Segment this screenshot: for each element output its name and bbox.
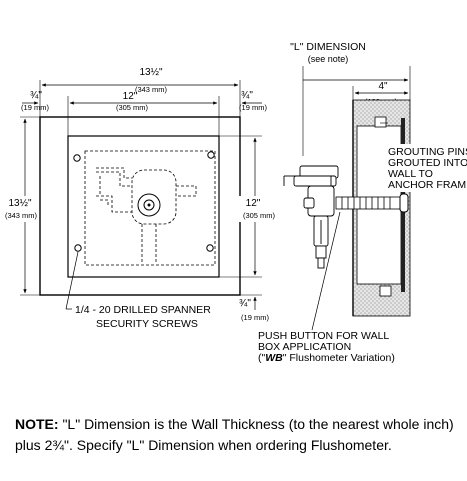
overall-height-label-bg: [3, 196, 39, 222]
screws-leader: [65, 251, 79, 310]
inner-height-label: 12": [246, 198, 261, 209]
push-button-leader: [311, 211, 341, 331]
push-button-cap: [399, 193, 409, 213]
overall-height-label: 13½": [8, 198, 31, 209]
grout-label-bg: [386, 144, 462, 192]
note-paragraph: NOTE: "L" Dimension is the Wall Thicknes…: [15, 414, 455, 456]
overall-width-label: 13½": [139, 67, 162, 78]
inner-height-mm-label: (305 mm): [243, 211, 276, 220]
screws-label-line1: 1/4 - 20 DRILLED SPANNER: [75, 304, 211, 316]
depth-label: 4": [378, 81, 388, 92]
push-label-line1: PUSH BUTTON FOR WALL: [258, 330, 389, 342]
l-dimension-note: (see note): [308, 54, 349, 64]
grout-label-line4: ANCHOR FRAME: [388, 179, 467, 191]
flushometer: [283, 165, 339, 269]
front-view: 13½" (343 mm) 12" (305 mm) ¾" (19 mm) ¾"…: [3, 67, 278, 330]
note-text: "L" Dimension is the Wall Thickness (to …: [15, 416, 454, 453]
push-button-center: [147, 203, 151, 207]
margin-bottom-mm-label: (19 mm): [241, 313, 269, 322]
grouting-pin-bottom: [379, 285, 392, 297]
box-outline: [84, 150, 216, 266]
grout-label-line2: GROUTED INTO: [388, 157, 467, 169]
push-button-outer: [137, 193, 161, 217]
outer-frame: [39, 116, 241, 296]
grouting-pin-top: [374, 116, 387, 128]
screw-bottom-right: [206, 244, 214, 252]
grout-label-line1: GROUTING PINS: [388, 146, 467, 158]
screw-bottom-left: [74, 244, 82, 252]
screw-top-left: [73, 154, 81, 162]
screw-top-right: [207, 151, 215, 159]
margin-bottom-label: ¾": [239, 298, 251, 309]
screws-label-line2: SECURITY SCREWS: [96, 318, 198, 330]
margin-right-label: ¾": [241, 90, 253, 101]
valve-body: [96, 167, 197, 262]
note-label: NOTE:: [15, 416, 59, 432]
margin-right-mm-label: (19 mm): [239, 103, 267, 112]
push-label-line2: BOX APPLICATION: [258, 341, 351, 353]
push-button-inner: [143, 199, 155, 211]
l-dimension-label: "L" DIMENSION: [290, 41, 366, 53]
push-label-line3: ("WB" Flushometer Variation): [258, 352, 395, 364]
inner-width-mm-label: (305 mm): [116, 103, 149, 112]
inner-plate: [67, 135, 220, 278]
overall-width-mm-label: (343 mm): [135, 85, 168, 94]
grout-label-line3: WALL TO: [388, 168, 433, 180]
inner-width-label: 12": [123, 91, 138, 102]
overall-height-mm-label: (343 mm): [5, 211, 38, 220]
margin-left-mm-label: (19 mm): [21, 103, 49, 112]
push-button-rod: [335, 196, 401, 210]
margin-left-label: ¾": [30, 90, 42, 101]
side-view: "L" DIMENSION (see note) 4" (102 mm): [258, 41, 467, 364]
inner-height-label-bg: [238, 196, 278, 222]
